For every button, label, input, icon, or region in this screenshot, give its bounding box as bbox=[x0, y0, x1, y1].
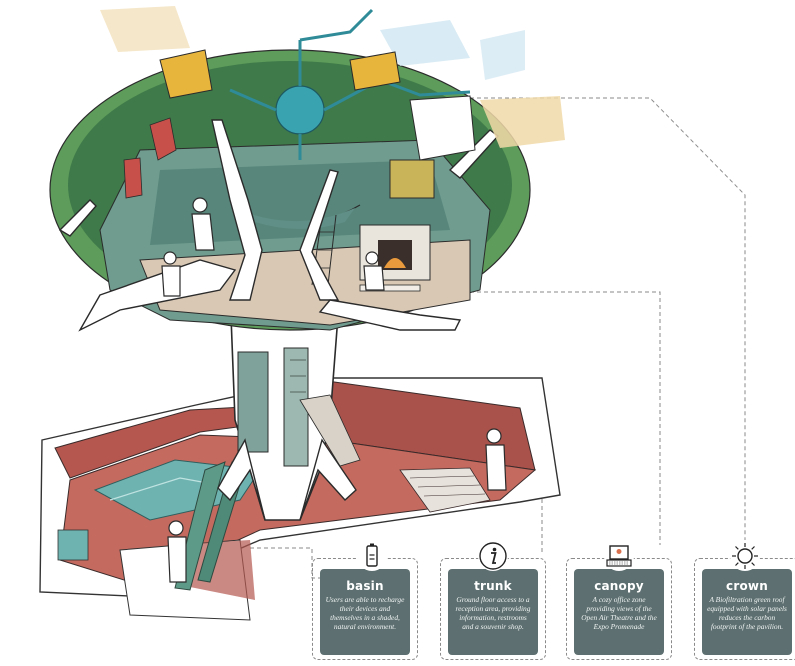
crown-leader-line bbox=[470, 97, 746, 540]
canopy-title: canopy bbox=[594, 579, 644, 593]
trunk-card: trunk Ground floor access to a reception… bbox=[448, 569, 538, 655]
crown-title: crown bbox=[726, 579, 768, 593]
tree-branches bbox=[58, 119, 500, 521]
canopy-card: canopy A cozy office zone providing view… bbox=[574, 569, 664, 655]
sun-icon bbox=[730, 541, 760, 571]
trunk-description: Ground floor access to a reception area,… bbox=[455, 595, 531, 631]
canopy-description: A cozy office zone providing views of th… bbox=[581, 595, 657, 631]
basin-title: basin bbox=[346, 579, 384, 593]
solar-panels bbox=[100, 6, 565, 161]
trunk bbox=[229, 289, 361, 521]
basin-description: Users are able to recharge their devices… bbox=[325, 595, 405, 631]
info-icon bbox=[478, 541, 508, 571]
basin-card: basin Users are able to recharge their d… bbox=[320, 569, 410, 655]
battery-icon bbox=[357, 541, 387, 571]
trunk-title: trunk bbox=[474, 579, 512, 593]
canopy-leader-line bbox=[470, 291, 661, 545]
people-figures bbox=[161, 197, 507, 583]
laptop-icon bbox=[604, 541, 634, 571]
crown-description: A Biofiltration green roof equipped with… bbox=[707, 595, 787, 631]
crown-card: crown A Biofiltration green roof equippe… bbox=[702, 569, 792, 655]
